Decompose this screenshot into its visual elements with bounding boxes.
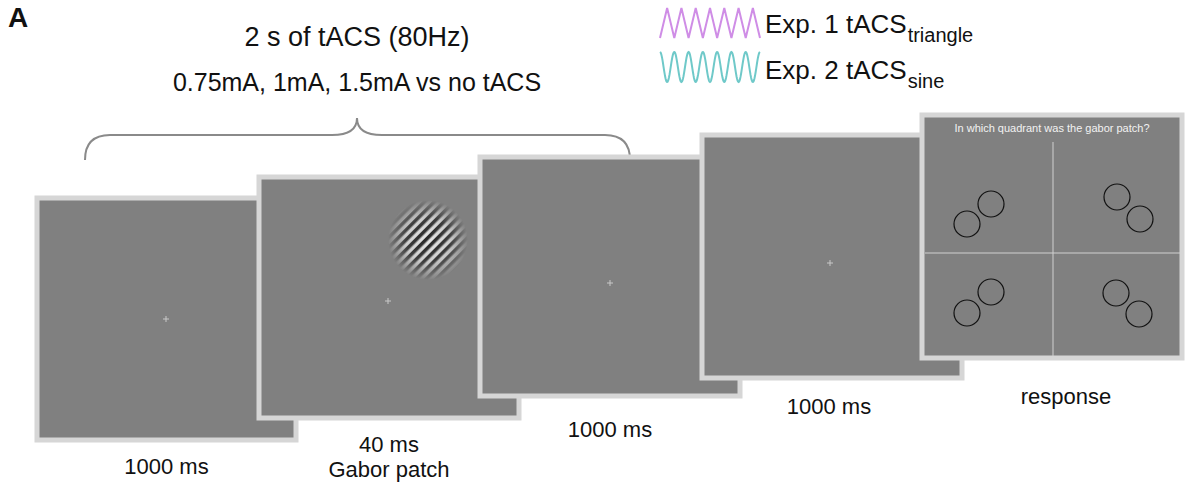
gabor-patch xyxy=(388,200,468,280)
subscript: sine xyxy=(908,70,945,93)
screen-frame: 40 ms Gabor patch xyxy=(257,175,521,420)
stimulation-intensities: 0.75mA, 1mA, 1.5mA vs no tACS xyxy=(173,68,541,97)
screen-frame: 1000 ms xyxy=(478,155,742,398)
frame-caption: 40 ms Gabor patch xyxy=(327,432,451,483)
stimulation-duration: 2 s of tACS (80Hz) xyxy=(244,22,469,53)
frame-caption: 1000 ms xyxy=(787,394,871,419)
sine-wave xyxy=(660,52,760,82)
frame-caption: 1000 ms xyxy=(568,417,652,442)
fixation-cross xyxy=(607,280,613,286)
screen-frame: 1000 ms xyxy=(700,133,964,380)
response-circles xyxy=(954,184,1153,327)
screen-frame: In which quadrant was the gabor patch?re… xyxy=(920,113,1184,360)
legend-label: Exp. 2 tACS xyxy=(765,56,907,86)
fixation-cross xyxy=(385,298,391,304)
subscript: triangle xyxy=(908,24,974,47)
screen-frame xyxy=(922,115,1182,358)
frame-caption: response xyxy=(1021,384,1112,409)
panel-letter: A xyxy=(8,2,28,34)
fixation-cross xyxy=(163,316,169,322)
brace xyxy=(85,118,630,160)
screen-frame: 1000 ms xyxy=(35,196,298,442)
quadrant-lines xyxy=(925,142,1180,356)
legend-label: Exp. 1 tACS xyxy=(765,10,907,40)
frame-caption: 1000 ms xyxy=(124,454,208,479)
fixation-cross xyxy=(827,260,833,266)
prompt-text: In which quadrant was the gabor patch? xyxy=(920,122,1184,135)
triangle-wave xyxy=(660,8,760,38)
waveforms xyxy=(660,8,760,82)
